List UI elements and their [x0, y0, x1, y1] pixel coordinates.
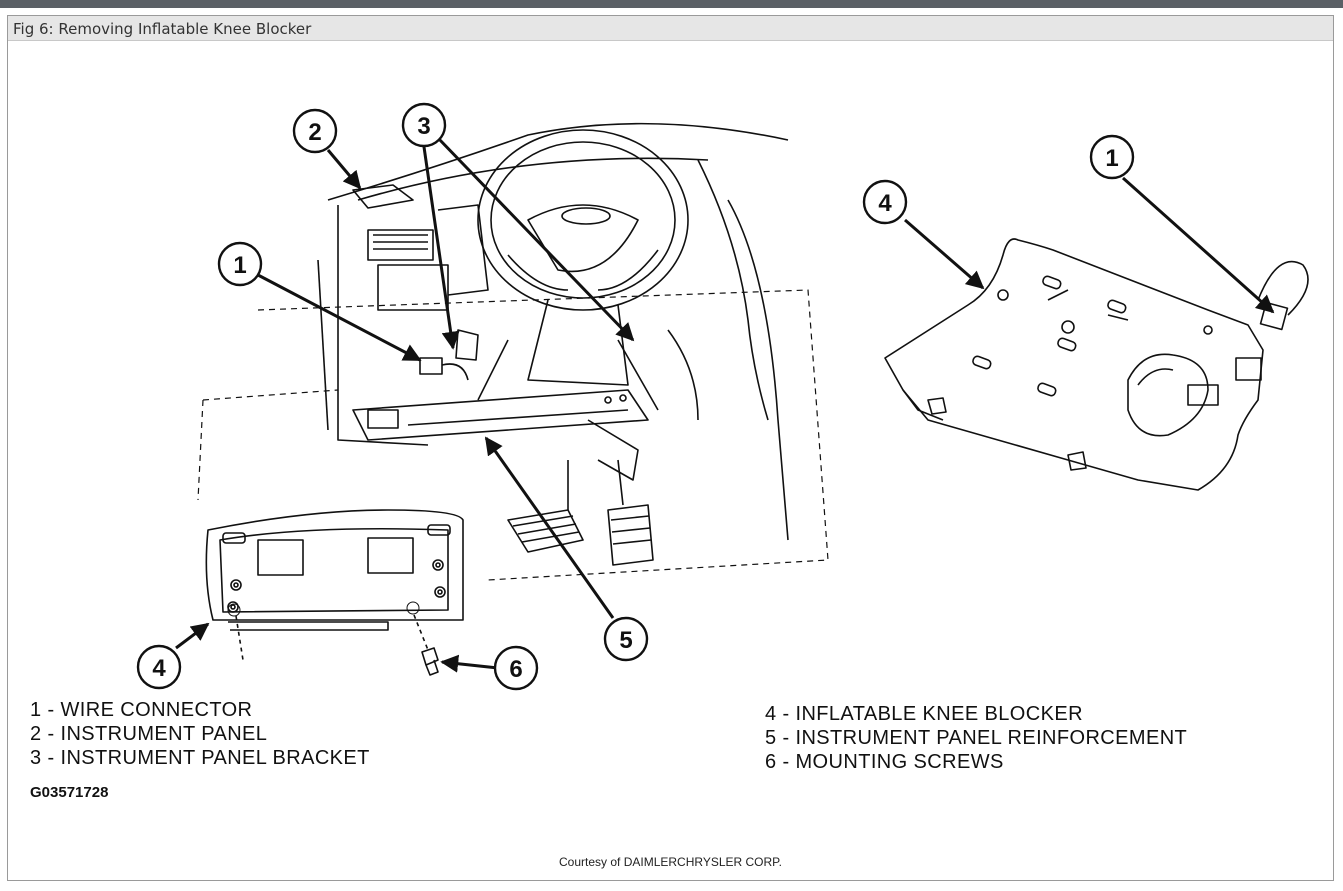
- callout-1-right: [1089, 134, 1135, 180]
- legend-item-3: 3 - INSTRUMENT PANEL BRACKET: [30, 747, 370, 769]
- legend-item-6: 6 - MOUNTING SCREWS: [765, 751, 1004, 773]
- figure-title: Fig 6: Removing Inflatable Knee Blocker: [13, 20, 312, 38]
- figure-id: G03571728: [30, 784, 109, 801]
- callout-label-2: 2: [308, 119, 321, 146]
- callout-label-6: 6: [509, 656, 522, 683]
- callout-5: [603, 616, 649, 662]
- top-bar: [0, 0, 1343, 8]
- figure-frame: Fig 6: Removing Inflatable Knee Blocker: [7, 15, 1334, 881]
- knee-blocker-diagram: 2 3 1 4 5 6 1 4: [136, 102, 1309, 691]
- legend-item-2: 2 - INSTRUMENT PANEL: [30, 723, 268, 745]
- callout-2: [292, 108, 338, 154]
- callout-label-4-right: 4: [878, 190, 892, 217]
- knee-blocker-illustration: [884, 238, 1309, 491]
- legend-item-1: 1 - WIRE CONNECTOR: [30, 699, 253, 721]
- callout-4-right: [862, 179, 908, 225]
- legend-left: 1 - WIRE CONNECTOR 2 - INSTRUMENT PANEL …: [30, 698, 370, 770]
- callout-label-4-left: 4: [152, 655, 166, 682]
- callout-3: [401, 102, 447, 148]
- callout-labels: 2 3 1 4 5 6 1 4: [152, 113, 1118, 683]
- leader-arrows: [175, 136, 1275, 673]
- callout-label-3: 3: [417, 113, 430, 140]
- callout-label-1-right: 1: [1105, 145, 1118, 172]
- callout-4-left: [136, 644, 182, 690]
- legend-right: 4 - INFLATABLE KNEE BLOCKER 5 - INSTRUME…: [765, 702, 1187, 774]
- callout-1-left: [217, 241, 263, 287]
- legend-item-4: 4 - INFLATABLE KNEE BLOCKER: [765, 703, 1083, 725]
- callout-label-5: 5: [619, 627, 632, 654]
- callout-label-1-left: 1: [233, 252, 246, 279]
- callout-6: [493, 645, 539, 691]
- dashboard-illustration: [197, 122, 829, 676]
- callout-markers: [136, 102, 1135, 691]
- credit-line: Courtesy of DAIMLERCHRYSLER CORP.: [559, 855, 782, 869]
- legend-item-5: 5 - INSTRUMENT PANEL REINFORCEMENT: [765, 727, 1188, 749]
- figure-title-bar: Fig 6: Removing Inflatable Knee Blocker: [8, 16, 1333, 41]
